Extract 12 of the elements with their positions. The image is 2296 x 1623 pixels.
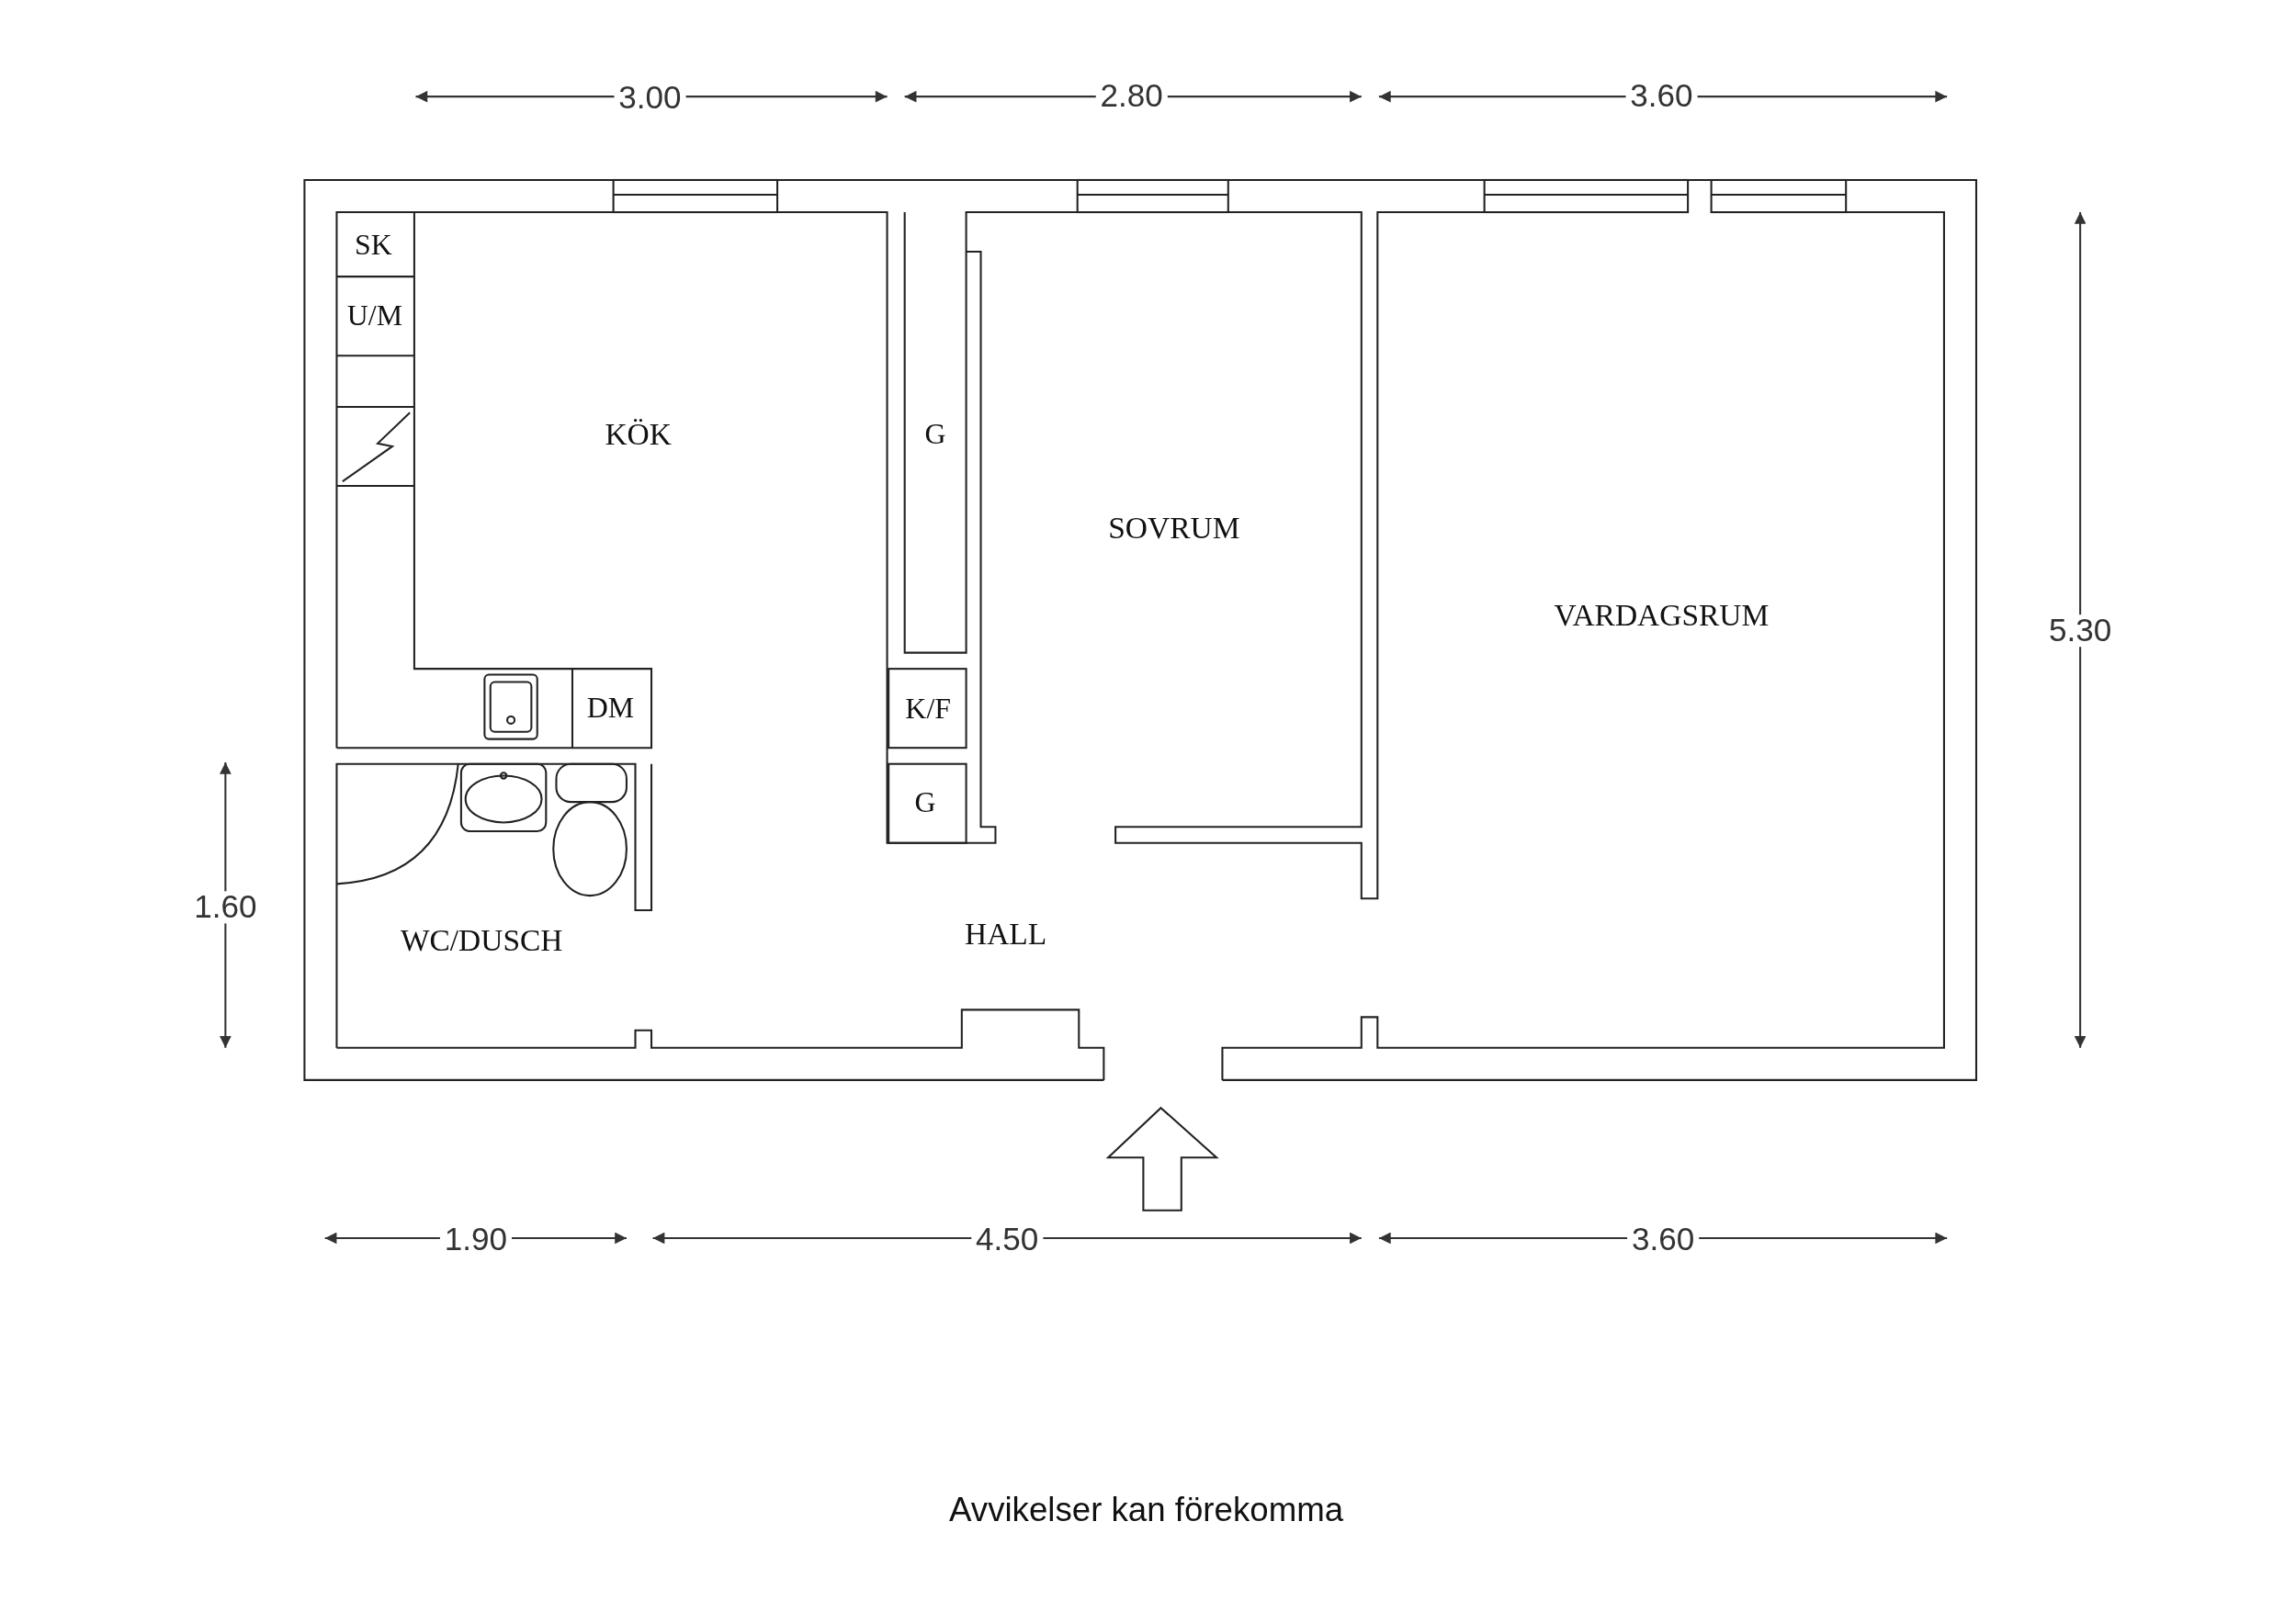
cabinet-label: DM — [586, 692, 635, 722]
room-label: VARDAGSRUM — [1554, 601, 1770, 632]
cabinet-label: K/F — [905, 693, 951, 724]
cabinet-label: U/M — [346, 299, 402, 330]
cabinet-label: SK — [354, 230, 392, 259]
room-label: HALL — [965, 919, 1047, 951]
room-label: WC/DUSCH — [400, 925, 563, 957]
cabinet-label: G — [914, 787, 936, 817]
room-label: SOVRUM — [1108, 513, 1240, 544]
caption: Avvikelser kan förekomma — [949, 1493, 1344, 1527]
cabinet-label: G — [924, 418, 946, 448]
room-label: KÖK — [605, 419, 672, 450]
